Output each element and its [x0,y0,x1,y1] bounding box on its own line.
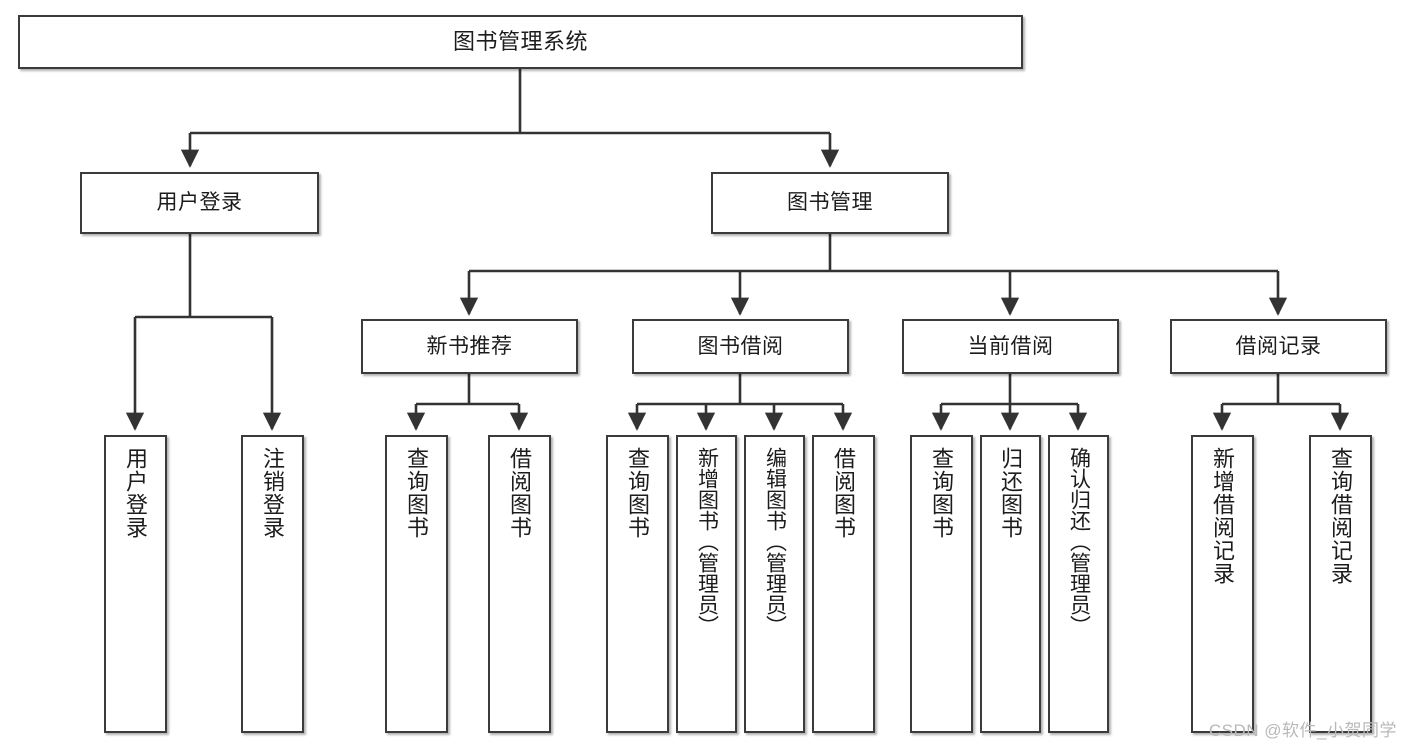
leaf-borrow-record-query-record[interactable]: 查询借阅记录 [1309,435,1372,733]
node-label: 借阅记录 [1235,334,1322,358]
node-user-login[interactable]: 用户登录 [80,172,319,234]
leaf-logout-login[interactable]: 注销登录 [241,435,304,733]
node-label: 用户登录 [123,447,149,539]
node-label: 查询图书 [929,447,955,539]
node-label: 图书管理系统 [452,28,588,54]
node-borrow-record[interactable]: 借阅记录 [1170,319,1387,374]
leaf-current-borrow-confirm-return-admin[interactable]: 确认归还（管理员） [1048,435,1109,733]
node-label: 当前借阅 [967,334,1054,358]
node-book-management[interactable]: 图书管理 [711,172,949,234]
node-label: 确认归还（管理员） [1067,447,1091,636]
node-label: 查询图书 [625,447,651,539]
node-label: 查询图书 [404,447,430,539]
node-label: 新书推荐 [426,334,513,358]
node-label: 图书借阅 [697,334,784,358]
leaf-book-borrow-edit-book-admin[interactable]: 编辑图书（管理员） [744,435,805,733]
node-label: 编辑图书（管理员） [763,447,787,636]
node-label: 新增借阅记录 [1210,447,1236,585]
leaf-book-borrow-query-book[interactable]: 查询图书 [606,435,669,733]
node-book-borrow[interactable]: 图书借阅 [632,319,849,374]
leaf-current-borrow-return-book[interactable]: 归还图书 [980,435,1041,733]
node-label: 注销登录 [260,447,286,539]
node-label: 用户登录 [156,191,243,215]
node-root-system[interactable]: 图书管理系统 [18,15,1023,69]
leaf-borrow-record-add-record[interactable]: 新增借阅记录 [1191,435,1254,733]
leaf-new-book-query-book[interactable]: 查询图书 [385,435,448,733]
leaf-book-borrow-add-book-admin[interactable]: 新增图书（管理员） [676,435,737,733]
node-label: 借阅图书 [507,447,533,539]
leaf-current-borrow-query-book[interactable]: 查询图书 [910,435,973,733]
node-label: 新增图书（管理员） [695,447,719,636]
node-current-borrow[interactable]: 当前借阅 [902,319,1119,374]
node-label: 图书管理 [787,191,873,215]
node-new-book-recommend[interactable]: 新书推荐 [361,319,578,374]
leaf-book-borrow-borrow-book[interactable]: 借阅图书 [812,435,875,733]
node-label: 查询借阅记录 [1328,447,1354,585]
leaf-new-book-borrow-book[interactable]: 借阅图书 [488,435,551,733]
leaf-user-login[interactable]: 用户登录 [104,435,167,733]
node-label: 借阅图书 [831,447,857,539]
node-label: 归还图书 [998,447,1024,539]
